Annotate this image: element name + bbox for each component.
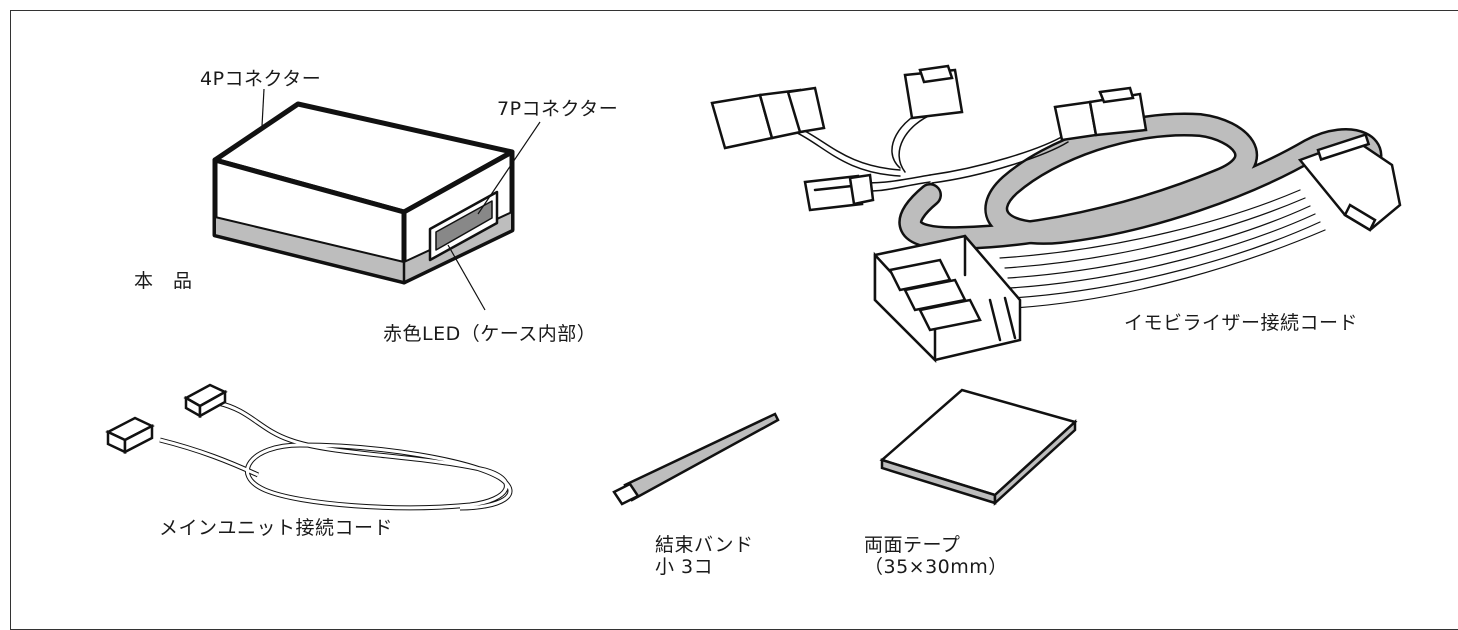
immobilizer-cord-illustration: [710, 64, 1402, 364]
double-sided-tape-illustration: [879, 388, 1078, 506]
label-double-sided-tape: 両面テープ （35×30mm）: [864, 534, 1008, 578]
main-unit-box-illustration: [212, 88, 541, 311]
label-cable-tie: 結束バンド 小 3コ: [655, 534, 753, 578]
label-cable-tie-line1: 結束バンド: [655, 534, 754, 556]
main-unit-cord-illustration: [105, 383, 513, 511]
label-cable-tie-line2: 小 3コ: [655, 556, 714, 578]
label-main-unit: 本 品: [134, 270, 193, 292]
parts-illustration: [105, 64, 1402, 511]
label-4p-connector: 4Pコネクター: [200, 68, 322, 90]
label-tape-line1: 両面テープ: [864, 534, 961, 556]
label-7p-connector: 7Pコネクター: [497, 98, 619, 120]
label-tape-line2: （35×30mm）: [864, 556, 1008, 578]
cable-tie-illustration: [612, 412, 780, 506]
label-main-unit-cord: メインユニット接続コード: [159, 517, 394, 539]
label-red-led: 赤色LED（ケース内部）: [383, 323, 597, 345]
label-immobilizer-cord: イモビライザー接続コード: [1124, 312, 1359, 334]
